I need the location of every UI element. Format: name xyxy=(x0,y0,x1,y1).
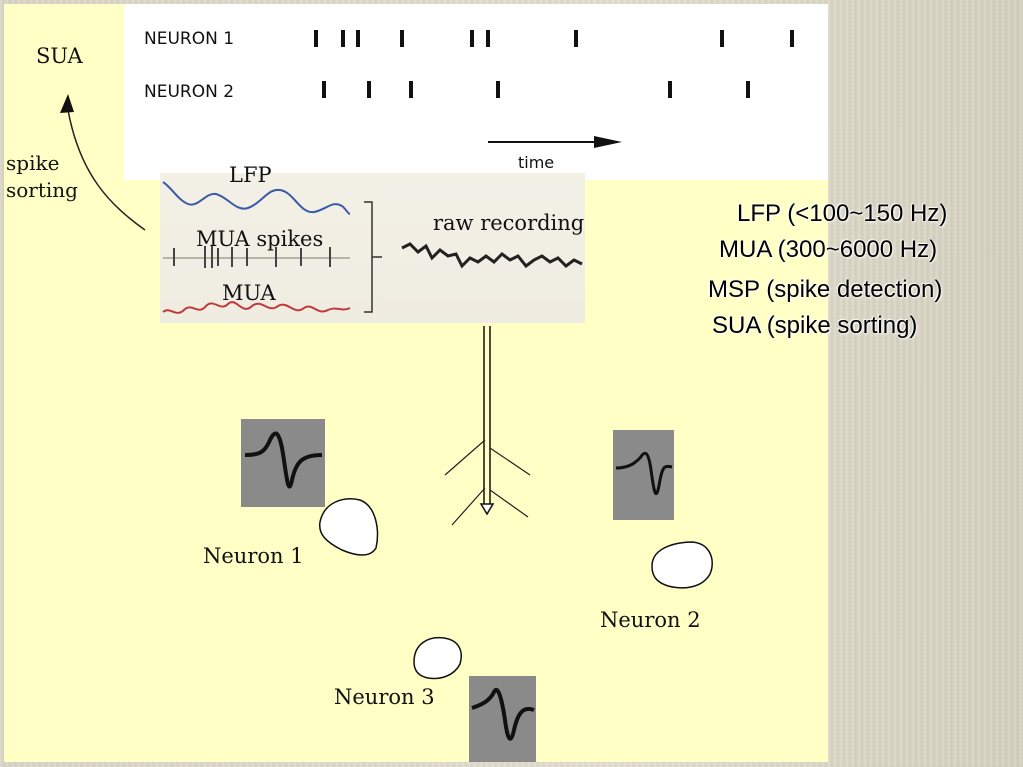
band-item-lfp: LFP (<100~150 Hz) xyxy=(737,200,948,227)
raster-neuron2-label: NEURON 2 xyxy=(144,82,235,102)
band-item-sua: SUA (spike sorting) xyxy=(712,312,918,339)
raw-recording-label: raw recording xyxy=(433,211,585,235)
band-item-mua: MUA (300~6000 Hz) xyxy=(719,236,938,263)
neuron2-waveform-thumbnail xyxy=(613,430,674,520)
time-axis-label: time xyxy=(518,153,555,172)
neuron3-waveform-thumbnail xyxy=(469,676,536,762)
neuron1-soma-icon xyxy=(318,498,379,556)
spike-sorting-label: spike sorting xyxy=(6,150,78,204)
neuron1-waveform-trace xyxy=(244,431,323,489)
spike-sorting-arrow-icon xyxy=(60,94,146,231)
raster-neuron1-label: NEURON 1 xyxy=(144,29,235,49)
neuron2-label: Neuron 2 xyxy=(600,608,701,632)
sua-label: SUA xyxy=(36,44,83,68)
neuron2-waveform-trace xyxy=(615,451,673,496)
lfp-trace xyxy=(162,181,351,215)
field-lines xyxy=(444,439,531,526)
spike-raster-panel xyxy=(124,4,828,180)
neuron2-soma-icon xyxy=(651,541,713,589)
mua-spikes-trace xyxy=(163,246,350,268)
electrode-icon xyxy=(479,326,495,516)
neuron1-label: Neuron 1 xyxy=(203,544,304,568)
spike-sorting-line1: spike xyxy=(6,151,60,175)
trace-bracket xyxy=(364,201,382,313)
mua-trace-label: MUA xyxy=(222,281,276,305)
spike-sorting-line2: sorting xyxy=(6,178,78,202)
neuron2-spike-train xyxy=(322,81,750,98)
neuron3-waveform-trace xyxy=(471,688,535,741)
neuron3-soma-icon xyxy=(413,636,462,680)
neuron1-spike-train xyxy=(314,30,794,47)
lfp-trace-label: LFP xyxy=(229,163,272,187)
neuron3-label: Neuron 3 xyxy=(334,685,435,709)
mua-spikes-trace-label: MUA spikes xyxy=(196,227,324,251)
time-arrow-icon xyxy=(488,136,622,148)
mua-trace xyxy=(162,301,351,314)
raw-recording-trace xyxy=(401,242,583,269)
band-item-msp: MSP (spike detection) xyxy=(708,276,943,303)
